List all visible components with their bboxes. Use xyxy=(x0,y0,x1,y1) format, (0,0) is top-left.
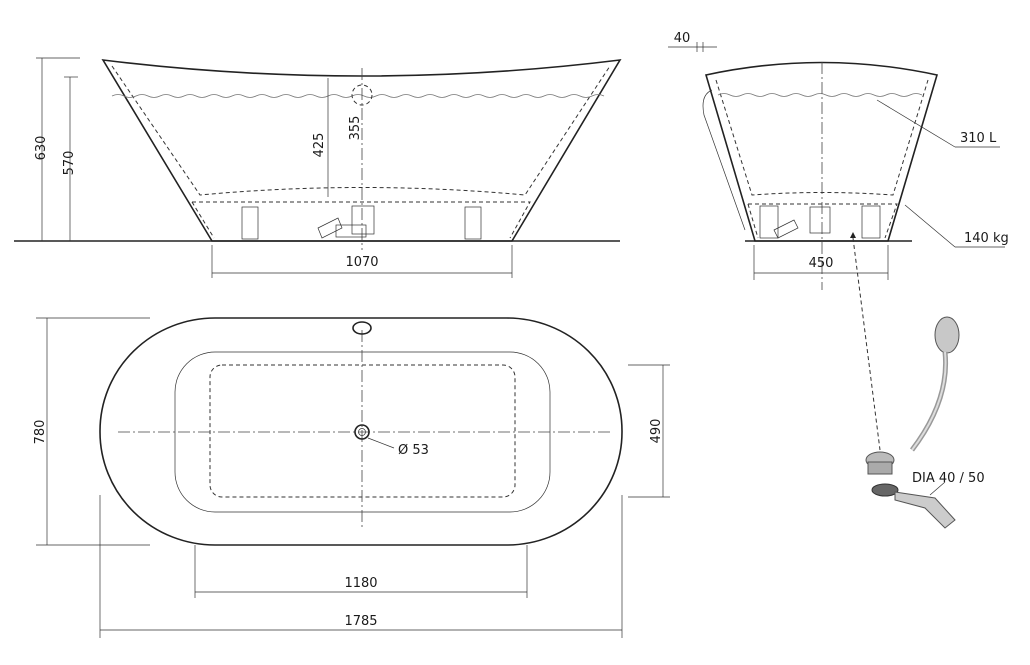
end-view: 40 310 L 140 kg 450 xyxy=(668,31,1009,451)
dim-780: 780 xyxy=(33,420,48,445)
drain-icon xyxy=(354,424,370,440)
weight-label: 140 kg xyxy=(964,231,1009,246)
dim-355: 355 xyxy=(348,116,363,141)
foot-icon xyxy=(464,206,482,240)
overflow-icon xyxy=(352,321,372,335)
waste-leader xyxy=(852,237,881,451)
tub-side-outline xyxy=(101,59,622,242)
dim-1070: 1070 xyxy=(345,255,378,270)
drain-siphon-icon xyxy=(317,205,375,239)
side-view: 630 570 425 355 1070 xyxy=(14,57,622,278)
dim-1180: 1180 xyxy=(344,576,377,591)
dim-1785: 1785 xyxy=(344,614,377,629)
top-view: Ø 53 780 490 1180 1785 xyxy=(33,317,670,638)
drain-diameter-label: Ø 53 xyxy=(398,443,429,458)
foot-icon xyxy=(241,206,259,240)
dim-630: 630 xyxy=(34,136,49,161)
siphon-icon xyxy=(871,483,899,497)
dim-425: 425 xyxy=(312,133,327,158)
overflow-cap-icon xyxy=(934,316,960,354)
dim-450: 450 xyxy=(809,256,834,271)
tub-end-outline xyxy=(704,61,939,242)
hand-shower-icon xyxy=(702,89,746,231)
waste-diameter-label: DIA 40 / 50 xyxy=(912,471,985,486)
waste-set-illustration: DIA 40 / 50 xyxy=(865,316,985,529)
dim-490: 490 xyxy=(649,419,664,444)
dim-570: 570 xyxy=(62,151,77,176)
tub-top-outline xyxy=(99,317,623,546)
volume-label: 310 L xyxy=(960,131,997,146)
dim-40: 40 xyxy=(674,31,691,46)
